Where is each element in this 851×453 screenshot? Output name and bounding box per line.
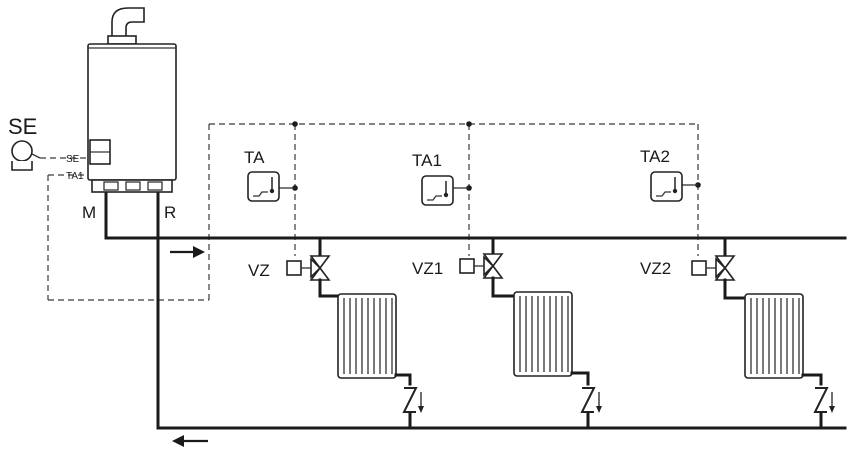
return-label: R	[164, 203, 176, 222]
junction-dot	[292, 121, 298, 127]
thermostat-label: TA1	[412, 151, 442, 170]
valve-actuator	[286, 260, 302, 276]
zone-valve-label: VZ	[248, 261, 270, 280]
outdoor-sensor-label: SE	[8, 114, 37, 139]
thermostat-icon	[650, 171, 683, 202]
thermostat-label: TA2	[640, 147, 670, 166]
flow-label: M	[82, 203, 96, 222]
check-valve-icon	[580, 387, 602, 413]
return-arrow-icon	[172, 435, 208, 447]
check-valve-icon	[402, 387, 424, 413]
flow-arrow-icon	[170, 246, 205, 258]
zone-valve-label: VZ2	[640, 259, 671, 278]
radiator-icon	[744, 293, 804, 379]
thermostat-label: TA	[244, 148, 265, 167]
zone-3: TA2 VZ2	[640, 147, 835, 430]
zone-valve-icon	[482, 236, 518, 298]
zone-valve-icon	[309, 236, 342, 298]
pipes	[104, 190, 847, 430]
thermostat-icon	[421, 175, 454, 206]
valve-actuator	[691, 260, 707, 276]
flow-pipe	[104, 190, 847, 240]
radiator-icon	[337, 293, 397, 379]
sensor-terminal-label: SE	[66, 154, 80, 165]
junction-dot	[466, 121, 472, 127]
zone-valve-label: VZ1	[412, 259, 443, 278]
outdoor-sensor-icon	[11, 140, 41, 171]
thermostat-icon	[247, 171, 280, 202]
control-wiring	[40, 121, 701, 301]
zone-valve-icon	[714, 236, 749, 300]
thermostat-terminal-label: TA1	[66, 171, 84, 182]
valve-actuator	[459, 258, 475, 274]
zone-2: TA1 VZ1	[412, 151, 602, 430]
radiator-icon	[513, 291, 573, 377]
boiler-icon	[87, 7, 177, 193]
check-valve-icon	[813, 387, 835, 413]
return-pipe	[156, 190, 847, 430]
zone-1: TA VZ	[244, 148, 424, 430]
